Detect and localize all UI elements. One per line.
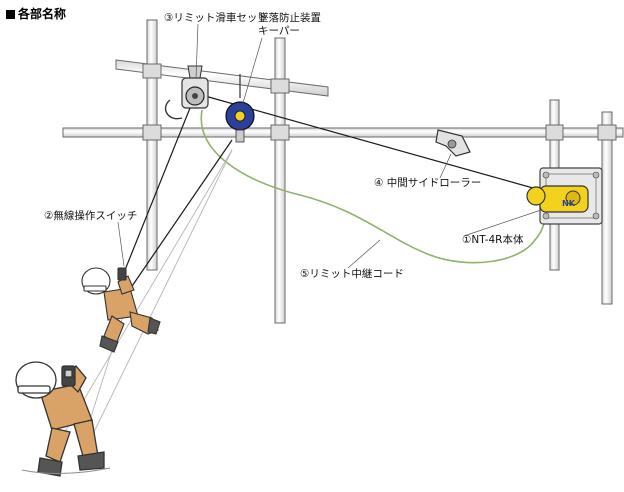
leader-lines	[117, 23, 542, 269]
unit-logo: NK	[562, 199, 576, 208]
label-side-roller: ④ 中間サイドローラー	[374, 177, 482, 189]
scaffold-beam-lower	[62, 127, 624, 138]
scaffold-clamp	[270, 78, 290, 94]
limit-relay-cord	[200, 109, 549, 264]
wire-rope	[122, 95, 559, 293]
scaffold-clamp	[270, 124, 290, 141]
label-keeper-line2: キーパー	[258, 25, 300, 37]
section-title: 各部名称	[6, 5, 66, 22]
scaffold-pole-right-front	[601, 111, 613, 305]
safety-lines	[59, 149, 233, 441]
label-wireless-switch: ②無線操作スイッチ	[44, 210, 138, 222]
label-nt4r-unit: ①NT-4R本体	[462, 234, 524, 246]
worker-upper	[81, 267, 161, 353]
label-limit-relay-cord: ⑤リミット中継コード	[300, 268, 404, 280]
scaffold-clamp	[597, 124, 617, 141]
scaffold-pole-left	[146, 19, 158, 271]
scaffold-clamp	[142, 124, 162, 141]
title-square-icon	[6, 10, 15, 19]
label-keeper-line1: 墜落防止装置	[258, 12, 321, 24]
scaffold-clamp	[545, 124, 564, 141]
label-limit-pulley-set: ③リミット滑車セット	[164, 12, 268, 24]
limit-pulley-set	[164, 65, 209, 120]
side-roller	[435, 129, 471, 157]
worker-lower	[15, 361, 111, 477]
section-title-text: 各部名称	[18, 7, 67, 21]
keeper-device	[225, 74, 255, 143]
scaffold-clamp	[142, 63, 162, 79]
nt4r-main-unit: NK	[526, 167, 603, 225]
scaffold-pole-center	[274, 37, 286, 324]
